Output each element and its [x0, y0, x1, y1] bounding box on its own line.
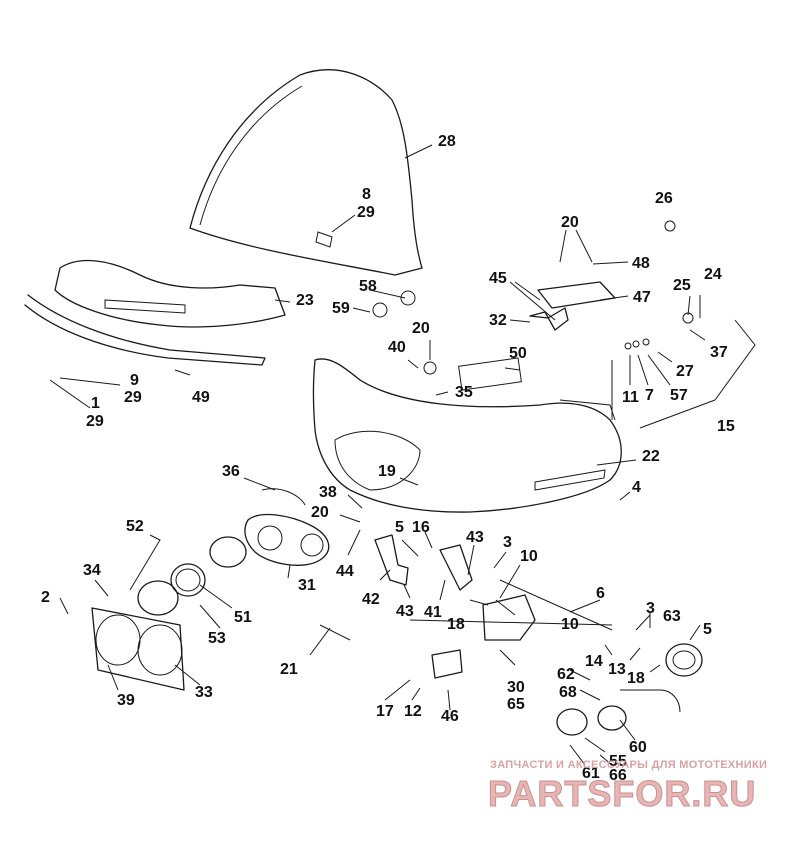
callout-16: 16 [412, 519, 430, 536]
callout-34: 34 [83, 562, 101, 579]
callout-68: 68 [559, 684, 577, 701]
callout-33: 33 [195, 684, 213, 701]
callout-31: 31 [298, 577, 316, 594]
windshield [189, 69, 423, 276]
callout-6: 6 [596, 585, 605, 602]
callout-62: 62 [557, 666, 575, 683]
callout-65: 65 [507, 696, 525, 713]
callout-60: 60 [629, 739, 647, 756]
callout-2: 2 [41, 589, 50, 606]
callout-48: 48 [632, 255, 650, 272]
windshield-trim-strip [54, 259, 286, 328]
callout-25: 25 [673, 277, 691, 294]
callout-51: 51 [234, 609, 252, 626]
callout-24: 24 [704, 266, 722, 283]
callout-49: 49 [192, 389, 210, 406]
callout-12: 12 [404, 703, 422, 720]
callout-46: 46 [441, 708, 459, 725]
callout-35: 35 [455, 384, 473, 401]
callout-52: 52 [126, 518, 144, 535]
callout-11: 11 [622, 389, 639, 406]
callout-20: 20 [412, 320, 430, 337]
fairing-assembly [312, 357, 622, 513]
callout-50: 50 [509, 345, 527, 362]
callout-18: 18 [447, 616, 465, 633]
callout-23: 23 [296, 292, 314, 309]
callout-29: 29 [86, 413, 104, 430]
callout-10: 10 [520, 548, 538, 565]
callout-20: 20 [561, 214, 579, 231]
callout-labels: 28 8 29 26 20 48 45 47 24 25 23 58 59 32… [41, 133, 735, 784]
callout-42: 42 [362, 591, 380, 608]
callout-30: 30 [507, 679, 525, 696]
callout-26: 26 [655, 190, 673, 207]
wiring-and-fasteners [261, 220, 694, 713]
callout-4: 4 [632, 479, 641, 496]
callout-9: 9 [130, 372, 139, 389]
callout-32: 32 [489, 312, 507, 329]
callout-47: 47 [633, 289, 651, 306]
callout-18: 18 [627, 670, 645, 687]
headlamp-ring-large [137, 580, 179, 616]
callout-53: 53 [208, 630, 226, 647]
callout-5: 5 [703, 621, 712, 638]
callout-66: 66 [609, 767, 627, 784]
callout-45: 45 [489, 270, 507, 287]
turn-signal-lens [556, 705, 627, 736]
callout-19: 19 [378, 463, 396, 480]
callout-3: 3 [503, 534, 512, 551]
callout-41: 41 [424, 604, 442, 621]
callout-38: 38 [319, 484, 337, 501]
callout-13: 13 [608, 661, 626, 678]
callout-15: 15 [717, 418, 735, 435]
callout-43: 43 [396, 603, 414, 620]
callout-44: 44 [336, 563, 354, 580]
callout-37: 37 [710, 344, 728, 361]
watermark: ЗАПЧАСТИ И АКСЕССУАРЫ ДЛЯ МОТОТЕХНИКИ PA… [488, 759, 767, 815]
callout-28: 28 [438, 133, 456, 150]
callout-17: 17 [376, 703, 394, 720]
callout-57: 57 [670, 387, 688, 404]
callout-7: 7 [645, 387, 654, 404]
callout-61: 61 [582, 765, 600, 782]
callout-5: 5 [395, 519, 404, 536]
glove-box-door [537, 281, 616, 309]
turn-signal-right [665, 643, 703, 677]
latch-bracket [529, 307, 569, 331]
headlamp-lens [170, 563, 206, 597]
watermark-logo: PARTSFOR.RU [488, 773, 756, 814]
headlamp-retainer-ring [209, 536, 247, 568]
callout-8: 8 [362, 186, 371, 203]
callout-59: 59 [332, 300, 350, 317]
callout-58: 58 [359, 278, 377, 295]
callout-27: 27 [676, 363, 694, 380]
watermark-caption: ЗАПЧАСТИ И АКСЕССУАРЫ ДЛЯ МОТОТЕХНИКИ [490, 759, 767, 771]
callout-1: 1 [91, 395, 100, 412]
leader-lines [49, 144, 756, 766]
callout-20: 20 [311, 504, 329, 521]
headlamp-housing [244, 513, 330, 566]
callout-40: 40 [388, 339, 406, 356]
callout-39: 39 [117, 692, 135, 709]
mounting-brackets [374, 534, 536, 679]
callout-29: 29 [124, 389, 142, 406]
callout-14: 14 [585, 653, 603, 670]
inner-trim-rail [24, 294, 266, 366]
callout-3: 3 [646, 600, 655, 617]
callout-29: 29 [357, 204, 375, 221]
callout-21: 21 [280, 661, 298, 678]
callout-22: 22 [642, 448, 660, 465]
headlamp-bezel [91, 607, 185, 691]
callout-10: 10 [561, 616, 579, 633]
callout-63: 63 [663, 608, 681, 625]
callout-43: 43 [466, 529, 484, 546]
callout-55: 55 [609, 753, 627, 770]
callout-36: 36 [222, 463, 240, 480]
